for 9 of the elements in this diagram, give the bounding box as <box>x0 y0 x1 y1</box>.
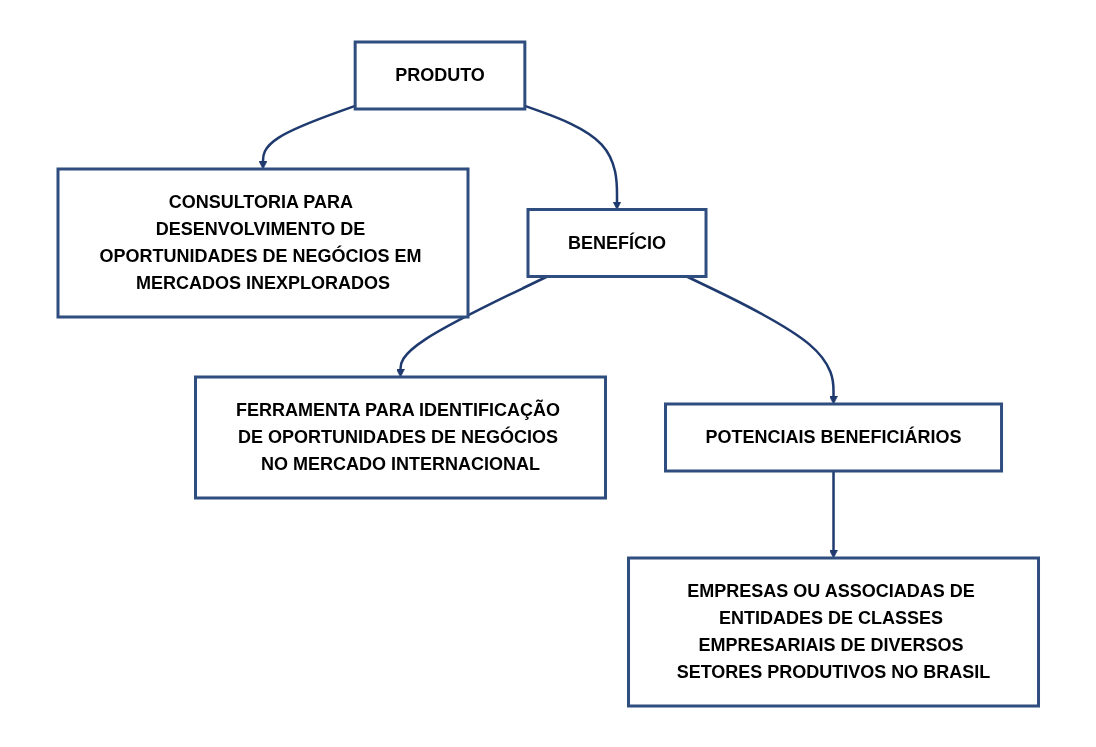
node-box: PRODUTO <box>353 40 527 110</box>
node-box: BENEFÍCIO <box>526 207 708 278</box>
node-box: EMPRESAS OU ASSOCIADAS DE ENTIDADES DE CLASSES EMPRESARIAIS DE DIVERSOS SETORES PRODUTIVOS NO BRASIL <box>626 556 1040 707</box>
node-box: CONSULTORIA PARA DESENVOLVIMENTO DE OPORTUNIDADES DE NEGÓCIOS EM MERCADOS INEXPLORADOS <box>56 167 470 318</box>
node-box: FERRAMENTA PARA IDENTIFICAÇÃO DE OPORTUNIDADES DE NEGÓCIOS NO MERCADO INTERNACIONAL <box>193 375 607 499</box>
arrow <box>258 104 356 169</box>
arrow <box>828 470 838 558</box>
arrow <box>524 104 622 210</box>
node-box: POTENCIAIS BENEFICIÁRIOS <box>663 402 1003 472</box>
